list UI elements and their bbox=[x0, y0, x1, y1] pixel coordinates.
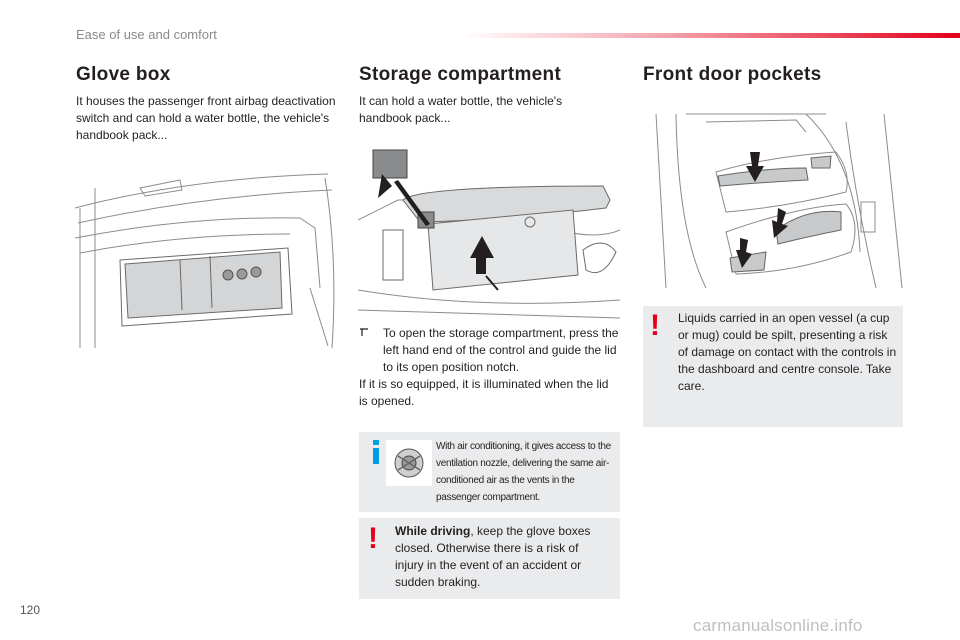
storage-compartment-illustration bbox=[358, 149, 620, 319]
warning-exclamation-icon: ! bbox=[650, 309, 660, 342]
open-square-bullet-icon bbox=[359, 325, 383, 376]
header-accent-bar bbox=[460, 33, 960, 38]
driving-warning-rest: , keep the glove boxes closed. Otherwise… bbox=[395, 524, 591, 589]
liquids-warning-box: ! Liquids carried in an open vessel (a c… bbox=[643, 306, 903, 427]
info-box: With air conditioning, it gives access t… bbox=[359, 432, 620, 512]
storage-title: Storage compartment bbox=[359, 64, 562, 85]
section-header: Ease of use and comfort bbox=[76, 27, 217, 42]
storage-text: It can hold a water bottle, the vehicle'… bbox=[359, 94, 563, 125]
glove-box-text: It houses the passenger front airbag dea… bbox=[76, 94, 336, 142]
driving-warning-text: While driving, keep the glove boxes clos… bbox=[395, 523, 610, 591]
glove-box-title: Glove box bbox=[76, 64, 171, 85]
watermark: carmanualsonline.info bbox=[693, 616, 863, 635]
door-pockets-title: Front door pockets bbox=[643, 64, 822, 85]
page-number: 120 bbox=[20, 603, 41, 617]
vent-nozzle-icon bbox=[386, 440, 432, 486]
storage-note: If it is so equipped, it is illuminated … bbox=[359, 377, 609, 408]
info-icon bbox=[369, 440, 383, 469]
driving-warning-box: ! While driving, keep the glove boxes cl… bbox=[359, 518, 620, 599]
driving-warning-bold: While driving bbox=[395, 524, 471, 538]
info-text: With air conditioning, it gives access t… bbox=[436, 441, 611, 503]
glove-box-illustration bbox=[74, 173, 335, 349]
storage-instruction: To open the storage compartment, press t… bbox=[383, 326, 619, 374]
liquids-warning-text: Liquids carried in an open vessel (a cup… bbox=[678, 311, 897, 393]
door-pockets-illustration bbox=[655, 113, 903, 289]
storage-instruction-item: To open the storage compartment, press t… bbox=[359, 325, 619, 376]
warning-exclamation-icon: ! bbox=[368, 522, 378, 555]
